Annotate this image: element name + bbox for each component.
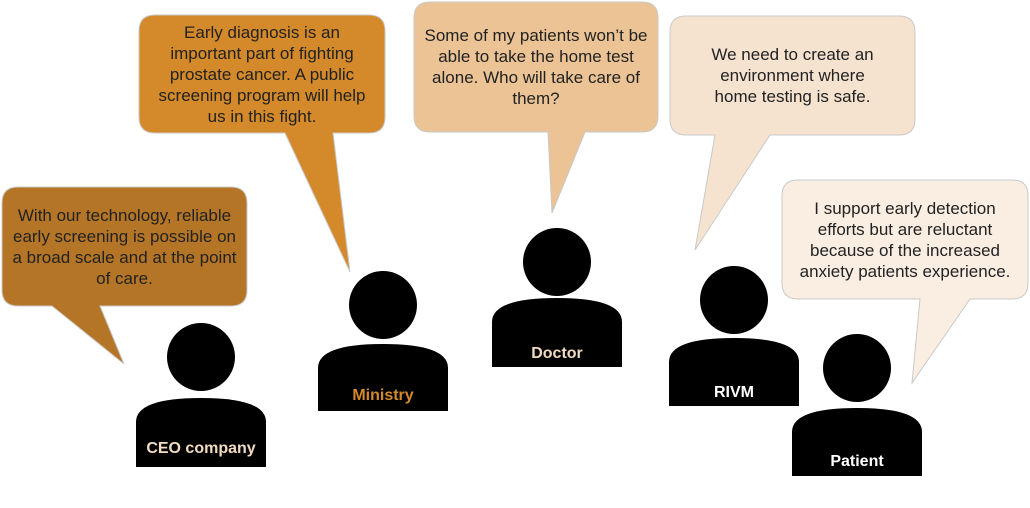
person-head-rivm — [700, 266, 768, 334]
person-ministry — [318, 271, 448, 411]
person-head-ceo — [167, 323, 235, 391]
person-body-ministry — [318, 344, 448, 411]
person-doctor — [492, 228, 622, 367]
person-body-rivm — [669, 338, 799, 406]
person-body-doctor — [492, 298, 622, 367]
person-ceo — [136, 323, 266, 467]
person-body-ceo — [136, 398, 266, 467]
label-rivm: RIVM — [714, 384, 754, 401]
speech-bubble-rivm — [669, 15, 916, 251]
speech-bubble-patient — [781, 179, 1029, 385]
label-doctor: Doctor — [531, 345, 583, 362]
person-rivm — [669, 266, 799, 406]
label-ceo: CEO company — [146, 440, 256, 457]
label-ministry: Ministry — [352, 387, 414, 404]
person-head-doctor — [523, 228, 591, 296]
label-patient: Patient — [830, 453, 884, 470]
speech-bubble-ministry — [138, 14, 386, 273]
person-head-patient — [823, 334, 891, 402]
person-head-ministry — [349, 271, 417, 339]
speech-bubble-doctor — [413, 1, 659, 214]
person-patient — [792, 334, 922, 476]
person-body-patient — [792, 408, 922, 476]
speech-bubble-ceo — [1, 186, 248, 365]
